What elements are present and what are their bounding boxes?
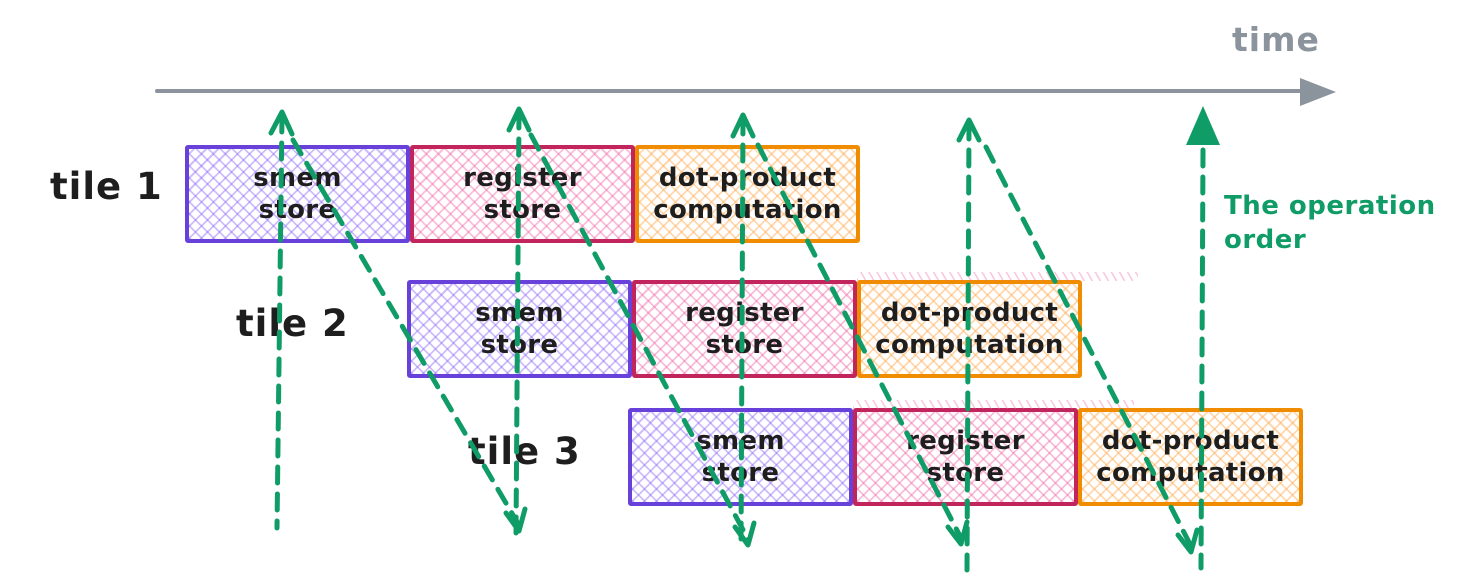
tile-1-label: tile 1 xyxy=(50,165,163,208)
tile-3-dot-product-box: dot-product computation xyxy=(1078,408,1303,506)
operation-order-label: The operation order xyxy=(1224,191,1436,255)
tile-2-row: smem store register store dot-product co… xyxy=(407,272,1138,378)
tile-2-dot-product-box: dot-product computation xyxy=(857,272,1138,378)
time-axis-arrowhead-icon xyxy=(1300,78,1336,106)
tile-1-row: smem store register store dot-product co… xyxy=(185,145,860,243)
operation-order-arrowhead-icon xyxy=(1186,106,1220,145)
order-diagonal-4-arrowhead-icon xyxy=(1175,527,1200,555)
tile-1-smem-store-box: smem store xyxy=(185,145,410,243)
tile-1-register-store-box: register store xyxy=(410,145,635,243)
tile-2-smem-store-box: smem store xyxy=(407,280,632,378)
tile-3-row: smem store register store dot-product co… xyxy=(628,400,1303,506)
tile-3-register-store-box: register store xyxy=(853,400,1134,506)
time-axis-arrow xyxy=(155,78,1336,106)
tile-3-smem-store-box: smem store xyxy=(628,408,853,506)
tile-3-label: tile 3 xyxy=(468,430,581,473)
order-diagonal-3-arrowhead-icon xyxy=(945,519,970,547)
order-diagonal-2-arrowhead-icon xyxy=(732,520,757,548)
tile-2-label: tile 2 xyxy=(236,302,349,345)
order-vertical-2-arrowhead-icon xyxy=(506,106,532,133)
order-diagonal-1-arrowhead-icon xyxy=(503,506,528,534)
order-vertical-4-arrowhead-icon xyxy=(956,117,982,143)
order-vertical-1-arrowhead-icon xyxy=(268,109,295,137)
tile-2-register-store-box: register store xyxy=(632,280,857,378)
time-axis-label: time xyxy=(1232,20,1320,59)
order-vertical-3-arrowhead-icon xyxy=(730,112,756,139)
tile-1-dot-product-box: dot-product computation xyxy=(635,145,860,243)
